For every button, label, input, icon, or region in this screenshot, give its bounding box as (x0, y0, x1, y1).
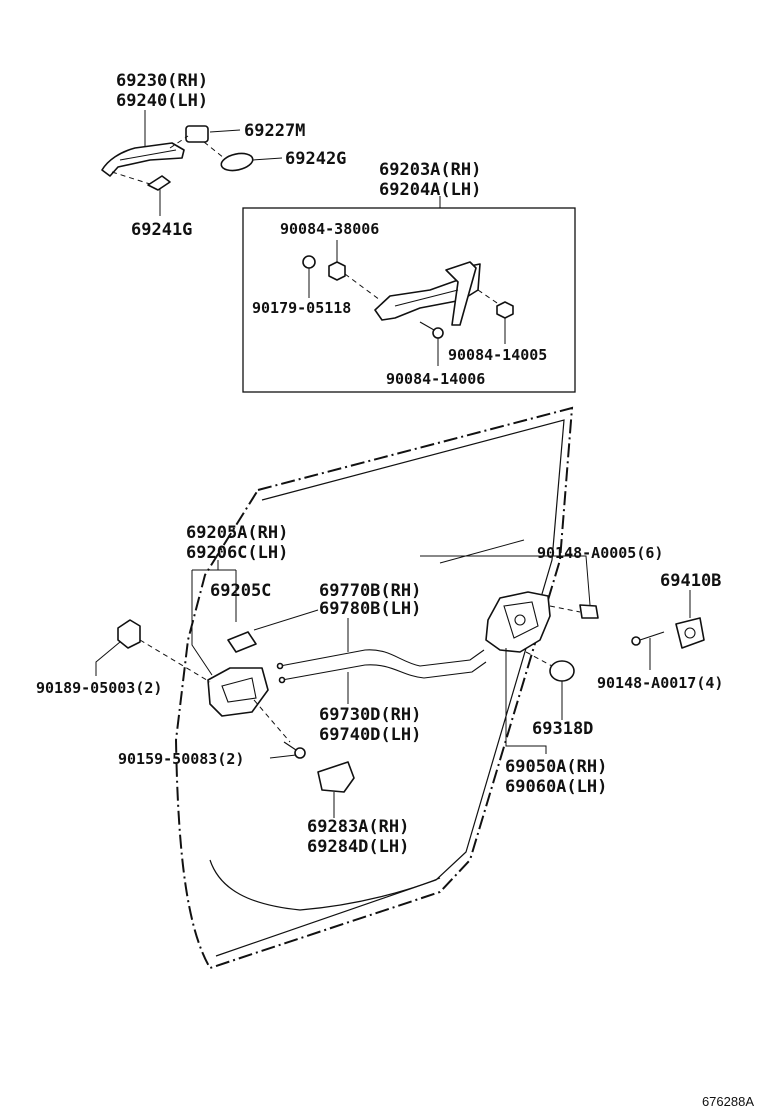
pad-69241g (147, 175, 171, 216)
label-outer-handle-lh: 69240(LH) (116, 91, 208, 111)
label-pad-69227m: 69227M (244, 121, 305, 141)
label-cable-lower-rh: 69730D(RH) (319, 705, 421, 725)
leader-lock-assy (505, 648, 547, 754)
nut-05118 (302, 255, 316, 269)
dash-handle-2 (203, 141, 225, 159)
label-inside-handle-rh: 69205A(RH) (186, 523, 288, 543)
label-inside-handle-lh: 69206C(LH) (186, 543, 288, 563)
dash-frame-1 (344, 273, 381, 301)
label-screw-14006: 90084-14006 (386, 370, 485, 388)
label-striker: 69410B (660, 571, 721, 591)
label-nut-05118: 90179-05118 (252, 299, 351, 317)
label-bolt-38006: 90084-38006 (280, 220, 379, 238)
screw-50083 (283, 741, 306, 759)
label-screw-a0017: 90148-A0017(4) (597, 674, 723, 692)
label-clip-05003: 90189-05003(2) (36, 679, 162, 697)
label-outer-handle-rh: 69230(RH) (116, 71, 208, 91)
dash-lock-1 (549, 605, 581, 613)
door-outline (174, 406, 574, 970)
label-frame-assy-lh: 69204A(LH) (379, 180, 481, 200)
label-pad-69242g: 69242G (285, 149, 346, 169)
pad-69227m (185, 125, 241, 143)
bolt-38006 (328, 261, 346, 281)
screw-a0017 (631, 631, 665, 646)
leader-screw-50083 (269, 754, 297, 759)
screw-14005 (496, 301, 514, 319)
label-frame-assy-rh: 69203A(RH) (379, 160, 481, 180)
label-cable-upper-rh: 69770B(RH) (319, 581, 421, 601)
cap-69318 (549, 660, 575, 682)
bezel-69205c (227, 631, 257, 653)
leader-door-to-handle (253, 609, 319, 631)
dash-inside-1 (139, 639, 211, 683)
dash-inside-2 (253, 699, 291, 743)
screw-14006 (419, 321, 444, 339)
label-cable-upper-lh: 69780B(LH) (319, 599, 421, 619)
leader-screw-a0005 (420, 555, 591, 606)
label-bezel-69205c: 69205C (210, 581, 271, 601)
dash-handle-1 (169, 135, 189, 149)
label-lock-assy-rh: 69050A(RH) (505, 757, 607, 777)
cables (276, 649, 487, 684)
dash-frame-2 (477, 289, 501, 306)
label-cover-lh: 69284D(LH) (307, 837, 409, 857)
handle-frame (374, 261, 481, 326)
screw-a0005 (579, 604, 599, 619)
label-screw-50083: 90159-50083(2) (118, 750, 244, 768)
bracket-inside-handle (191, 570, 213, 676)
label-screw-14005: 90084-14005 (448, 346, 547, 364)
outer-door-handle (101, 142, 185, 177)
dash-handle-3 (111, 171, 151, 185)
label-cable-lower-lh: 69740D(LH) (319, 725, 421, 745)
diagram-code: 676288A (702, 1094, 754, 1109)
dash-lock-2 (525, 651, 553, 667)
striker-69410b (675, 617, 705, 649)
clip-05003 (117, 619, 141, 649)
door-lock-assy (485, 591, 551, 653)
frame-assy-box (242, 207, 576, 393)
label-cap-69318: 69318D (532, 719, 593, 739)
pad-69242g (220, 152, 283, 172)
inside-handle (207, 667, 269, 717)
label-cover-rh: 69283A(RH) (307, 817, 409, 837)
label-screw-a0005: 90148-A0005(6) (537, 544, 663, 562)
leader-door-to-a0005 (439, 539, 525, 564)
label-lock-assy-lh: 69060A(LH) (505, 777, 607, 797)
leader-clip-05003 (95, 641, 121, 676)
label-pad-69241g: 69241G (131, 220, 192, 240)
cover-69283 (317, 761, 355, 793)
